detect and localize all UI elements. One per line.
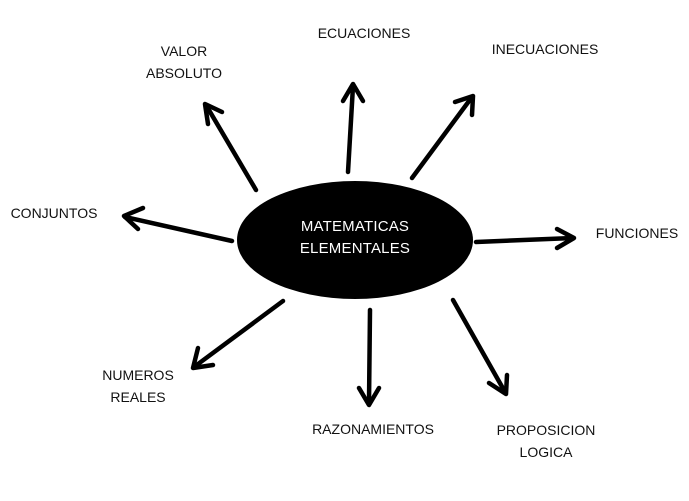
- arrow-to-proposicion-logica: [450, 297, 510, 397]
- center-topic-line1: MATEMATICAS: [300, 218, 410, 235]
- arrow-to-ecuaciones: [340, 81, 366, 175]
- node-conjuntos: CONJUNTOS: [10, 205, 98, 221]
- node-proposicion-logica-line1: PROPOSICION: [496, 422, 596, 438]
- node-numeros-reales: NUMEROS REALES: [86, 364, 190, 408]
- arrow-to-razonamientos: [356, 307, 382, 408]
- arrow-to-numeros-reales: [190, 298, 286, 371]
- node-numeros-reales-line2: REALES: [110, 389, 166, 405]
- node-razonamientos: RAZONAMIENTOS: [312, 421, 434, 437]
- node-valor-absoluto-line1: VALOR: [160, 43, 208, 59]
- arrow-to-conjuntos: [121, 205, 235, 244]
- node-proposicion-logica-line2: LOGICA: [519, 444, 573, 460]
- node-ecuaciones: ECUACIONES: [317, 25, 411, 41]
- arrow-to-funciones: [473, 226, 577, 251]
- node-valor-absoluto-line2: ABSOLUTO: [146, 65, 222, 81]
- node-valor-absoluto: VALOR ABSOLUTO: [134, 40, 234, 84]
- center-ellipse: [237, 181, 473, 299]
- arrow-to-inecuaciones: [409, 93, 476, 181]
- node-numeros-reales-line1: NUMEROS: [102, 367, 174, 383]
- arrow-to-valor-absoluto: [202, 101, 259, 193]
- center-topic: MATEMATICAS ELEMENTALES: [260, 216, 450, 260]
- node-proposicion-logica: PROPOSICION LOGICA: [482, 419, 610, 463]
- node-funciones: FUNCIONES: [595, 225, 679, 241]
- center-topic-line2: ELEMENTALES: [299, 240, 411, 257]
- node-inecuaciones: INECUACIONES: [491, 41, 599, 57]
